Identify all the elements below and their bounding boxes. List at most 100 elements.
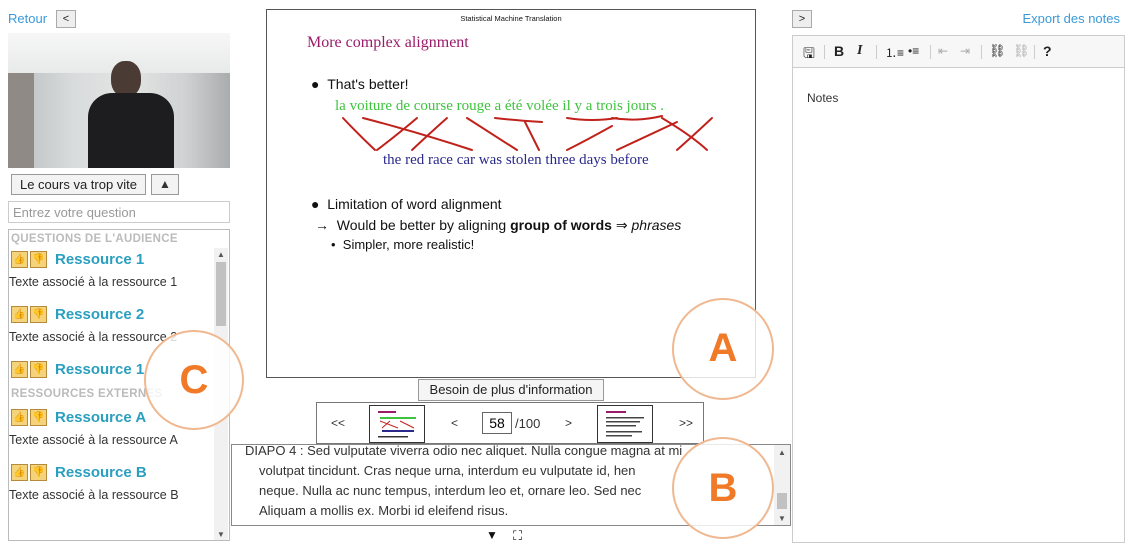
alignment-line xyxy=(611,115,663,121)
audience-section-title: QUESTIONS DE L'AUDIENCE xyxy=(11,233,178,245)
resource-title[interactable]: Ressource B xyxy=(55,464,147,482)
unlink-icon[interactable]: ⛓ xyxy=(1013,43,1030,58)
editor-toolbar: 🖫 B I ⒈≡ •≡ ⇤ ⇥ ⛓ ⛓ ? xyxy=(792,35,1125,68)
transcript-text: DIAPO 4 : Sed vulputate viverra odio nec… xyxy=(245,444,683,518)
first-slide-button[interactable]: << xyxy=(331,416,346,430)
annotation-a: A xyxy=(672,298,774,400)
slide-arrow-line: → Would be better by aligning group of w… xyxy=(315,217,682,233)
scroll-down-icon[interactable]: ▼ xyxy=(778,514,786,523)
page-total: /100 xyxy=(515,416,541,431)
save-icon[interactable]: 🖫 xyxy=(803,45,815,61)
last-slide-button[interactable]: >> xyxy=(679,416,694,430)
link-icon[interactable]: ⛓ xyxy=(989,43,1006,58)
resource-text: Texte associé à la ressource 1 xyxy=(9,275,178,289)
alignment-line xyxy=(466,117,518,151)
thumbs-down-icon[interactable]: 👎 xyxy=(30,361,47,379)
fullscreen-icon[interactable]: ⛶ xyxy=(513,528,523,543)
resource-title[interactable]: Ressource A xyxy=(55,409,147,427)
scroll-up-icon[interactable]: ▲ xyxy=(217,250,225,259)
alignment-line xyxy=(376,117,418,151)
resource-row: 👍👎 Ressource B xyxy=(11,464,147,484)
thumbs-down-icon[interactable]: 👎 xyxy=(30,409,47,427)
annotation-b: B xyxy=(672,437,774,539)
transcript-panel[interactable]: DIAPO 4 : Sed vulputate viverra odio nec… xyxy=(231,444,791,526)
french-sentence: la voiture de course rouge a été volée i… xyxy=(335,98,665,114)
collapse-notes-button[interactable]: > xyxy=(792,10,812,28)
page-number-input[interactable] xyxy=(482,412,512,434)
resources-panel[interactable]: QUESTIONS DE L'AUDIENCE 👍👎Ressource 1 Te… xyxy=(8,229,230,541)
resource-text: Texte associé à la ressource 2 xyxy=(9,330,178,344)
slide-title: More complex alignment xyxy=(307,34,469,51)
bold-icon[interactable]: B xyxy=(834,43,845,59)
collapse-transcript-button[interactable]: ▼ xyxy=(486,528,498,542)
alignment-lines xyxy=(342,115,713,151)
thumbs-up-icon[interactable]: 👍 xyxy=(11,361,28,379)
thumbs-down-icon[interactable]: 👎 xyxy=(30,306,47,324)
thumbs-up-icon[interactable]: 👍 xyxy=(11,409,28,427)
slide-sub-bullet: • Simpler, more realistic! xyxy=(331,237,475,252)
alignment-line xyxy=(411,117,448,151)
previous-slide-button[interactable]: < xyxy=(451,416,459,430)
resource-text: Texte associé à la ressource A xyxy=(9,433,178,447)
collapse-video-button[interactable]: ▲ xyxy=(151,174,179,195)
notes-text: Notes xyxy=(807,91,839,105)
help-icon[interactable]: ? xyxy=(1043,43,1052,59)
resource-row: 👍👎 Ressource 2 xyxy=(11,306,144,326)
annotation-c: C xyxy=(144,330,244,430)
alignment-line xyxy=(362,117,473,151)
resource-title[interactable]: Ressource 1 xyxy=(55,251,145,269)
previous-slide-preview xyxy=(378,411,416,438)
slide-navigation: << < /100 > >> xyxy=(316,402,704,444)
resource-row: 👍👎 Ressource 1 xyxy=(11,361,144,381)
italic-icon[interactable]: I xyxy=(857,43,863,58)
thumbs-down-icon[interactable]: 👎 xyxy=(30,464,47,482)
resource-text: Texte associé à la ressource B xyxy=(9,488,179,502)
notes-editor[interactable]: Notes xyxy=(792,68,1125,543)
transcript-scrollbar[interactable] xyxy=(774,445,790,525)
question-input[interactable] xyxy=(8,201,230,223)
previous-slide-thumbnail[interactable] xyxy=(369,405,425,443)
video-speaker-head xyxy=(111,61,141,97)
indent-icon[interactable]: ⇥ xyxy=(960,44,971,58)
export-notes-link[interactable]: Export des notes xyxy=(1022,11,1120,26)
alignment-line xyxy=(494,117,543,123)
alignment-line xyxy=(616,121,678,151)
scroll-up-icon[interactable]: ▲ xyxy=(778,448,786,457)
english-sentence: the red race car was stolen three days b… xyxy=(383,152,649,168)
alignment-line xyxy=(524,121,540,151)
slide-header: Statistical Machine Translation xyxy=(460,14,562,23)
collapse-left-button[interactable]: < xyxy=(56,10,76,28)
bulleted-list-icon[interactable]: •≡ xyxy=(908,44,920,58)
resource-title[interactable]: Ressource 2 xyxy=(55,306,145,324)
resource-row: 👍👎 Ressource A xyxy=(11,409,146,429)
too-fast-button[interactable]: Le cours va trop vite xyxy=(11,174,146,195)
slide-bullet: ● That's better! xyxy=(311,76,409,92)
video-left-figure xyxy=(8,73,34,168)
next-slide-button[interactable]: > xyxy=(565,416,573,430)
slide-viewer: Statistical Machine Translation More com… xyxy=(266,9,756,378)
external-section-title: RESSOURCES EXTERNES xyxy=(11,388,163,400)
resources-scroll-thumb[interactable] xyxy=(216,262,226,326)
outdent-icon[interactable]: ⇤ xyxy=(938,44,949,58)
thumbs-up-icon[interactable]: 👍 xyxy=(11,306,28,324)
next-slide-thumbnail[interactable] xyxy=(597,405,653,443)
transcript-scroll-thumb[interactable] xyxy=(777,493,787,509)
thumbs-up-icon[interactable]: 👍 xyxy=(11,251,28,269)
slide-bullet: ● Limitation of word alignment xyxy=(311,196,502,212)
alignment-line xyxy=(661,117,708,151)
alignment-line xyxy=(342,117,376,151)
alignment-line xyxy=(566,117,618,121)
alignment-line xyxy=(676,117,713,151)
next-slide-preview xyxy=(606,411,644,437)
thumbs-up-icon[interactable]: 👍 xyxy=(11,464,28,482)
scroll-down-icon[interactable]: ▼ xyxy=(217,530,225,539)
resource-row: 👍👎 Ressource 1 xyxy=(11,251,144,271)
numbered-list-icon[interactable]: ⒈≡ xyxy=(885,46,905,60)
resource-title[interactable]: Ressource 1 xyxy=(55,361,145,379)
back-link[interactable]: Retour xyxy=(8,11,48,26)
video-speaker-body xyxy=(88,93,174,168)
lecture-video[interactable] xyxy=(8,33,230,168)
alignment-line xyxy=(566,125,613,151)
thumbs-down-icon[interactable]: 👎 xyxy=(30,251,47,269)
more-info-button[interactable]: Besoin de plus d'information xyxy=(418,379,604,401)
